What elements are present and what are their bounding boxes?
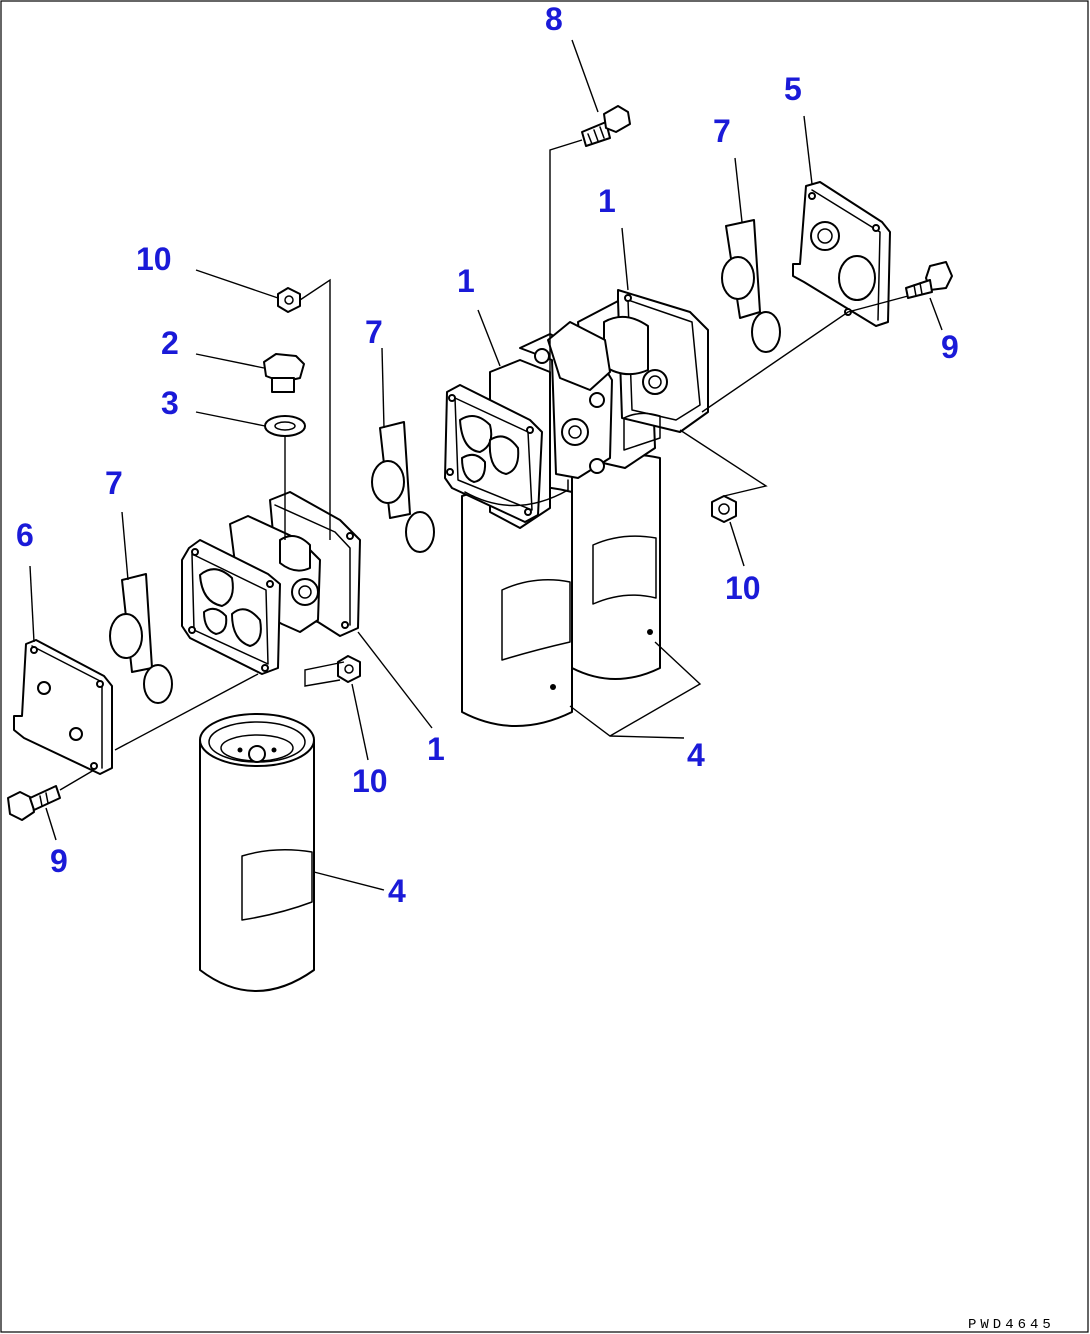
bolt-8: [581, 105, 631, 147]
callout-2: 2: [161, 325, 179, 361]
right-filter-assembly: [444, 105, 953, 727]
gasket-tags-7-left: [109, 573, 173, 704]
nut-10-mid: [337, 655, 361, 683]
gasket-tags-7-right: [721, 219, 781, 353]
filter-element-lone: [199, 713, 315, 992]
left-filter-assembly: [7, 287, 435, 992]
center-connector-block: [519, 321, 613, 479]
cover-plate-6: [13, 639, 113, 775]
filter-element-rear: [571, 453, 661, 680]
callout-labels: 8 5 7 1 1 10 2 3 7 9 7 6 10 1 10 4 9 4: [16, 1, 959, 909]
callout-6: 6: [16, 517, 34, 553]
callout-1-top-mid: 1: [457, 263, 475, 299]
cover-plate-5: [792, 181, 891, 327]
drawing-code: PWD4645: [968, 1317, 1055, 1333]
callout-5: 5: [784, 71, 802, 107]
callout-7-mid: 7: [365, 314, 383, 350]
callout-4-right-pair: 4: [687, 737, 705, 773]
callout-1-top-right: 1: [598, 183, 616, 219]
callout-10-top-left: 10: [136, 241, 172, 277]
bolt-9-right: [905, 261, 953, 299]
leader-lines: [29, 39, 943, 891]
callout-8: 8: [545, 1, 563, 37]
callout-3: 3: [161, 385, 179, 421]
callout-4-lone: 4: [388, 873, 406, 909]
bolt-9-left: [7, 785, 61, 821]
washer-3: [264, 415, 306, 437]
plug-2: [263, 353, 305, 393]
filter-head-front: [444, 359, 569, 529]
callout-9-right: 9: [941, 329, 959, 365]
filter-head-left: [181, 491, 361, 675]
callout-10-mid-right: 10: [725, 570, 761, 606]
nut-10-right: [711, 495, 737, 523]
callout-7-left: 7: [105, 465, 123, 501]
gasket-tags-7-mid: [371, 421, 435, 553]
nut-10-top: [277, 287, 301, 313]
callout-9-left: 9: [50, 843, 68, 879]
callout-1-left-group: 1: [427, 731, 445, 767]
callout-7-top-right: 7: [713, 113, 731, 149]
callout-10-mid-left: 10: [352, 763, 388, 799]
